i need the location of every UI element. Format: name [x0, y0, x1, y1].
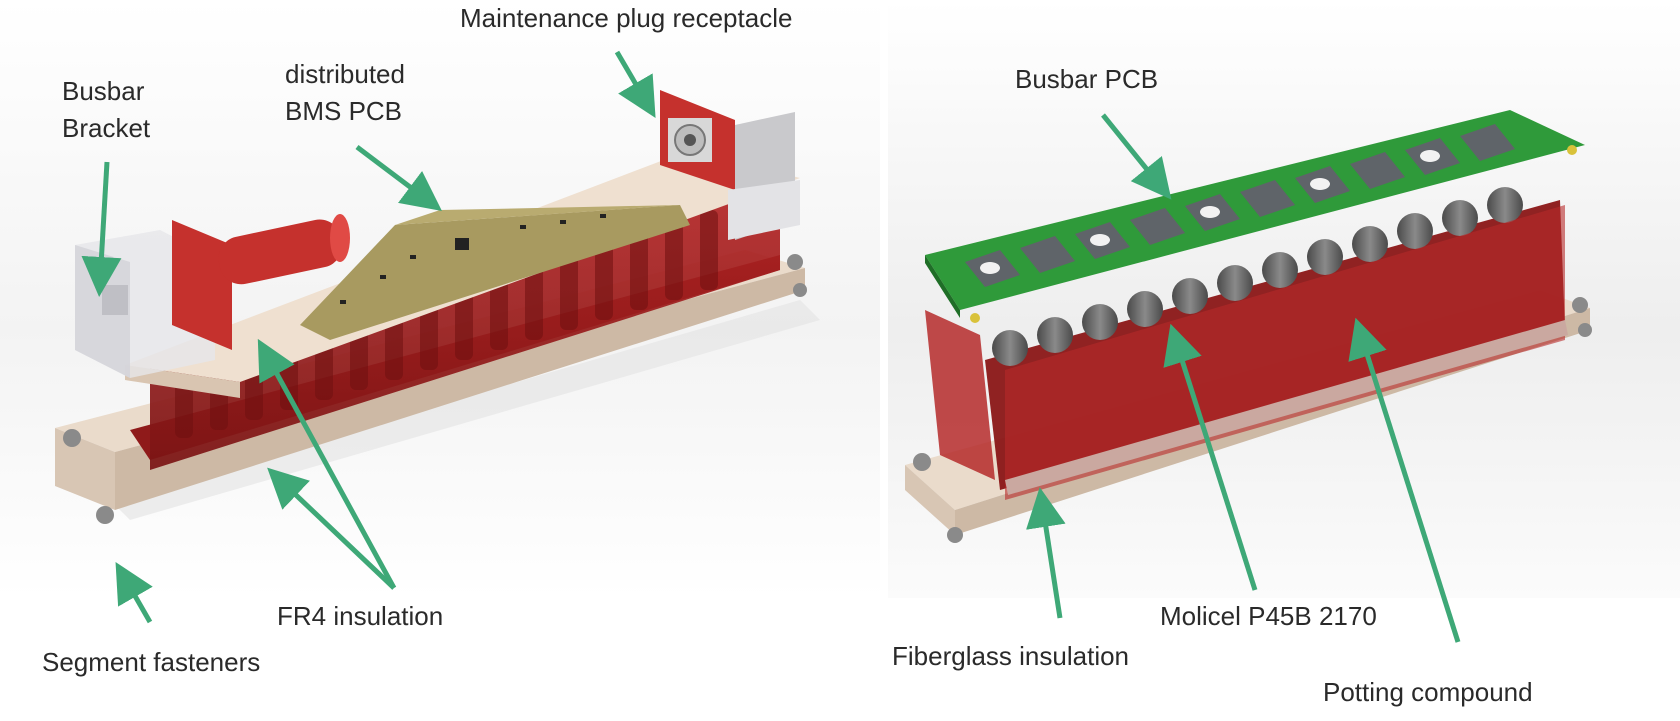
label-text: FR4 insulation [277, 601, 444, 631]
label-potting-compound: Potting compound [1323, 674, 1533, 711]
label-line-2: BMS PCB [285, 96, 403, 126]
arrow-fr4-bottom [267, 467, 396, 590]
label-line-1: distributed [285, 59, 405, 89]
label-line-1: Busbar [62, 76, 145, 106]
arrow-bms-pcb [355, 145, 442, 212]
right-module [905, 110, 1592, 543]
arrow-molicel [1163, 323, 1258, 591]
potting-compound [1005, 205, 1565, 500]
arrow-busbar-bracket [81, 161, 122, 297]
arrow-maintenance-plug [614, 50, 656, 118]
left-module [55, 90, 820, 524]
label-text: Segment fasteners [42, 647, 261, 677]
label-segment-fasteners: Segment fasteners [42, 644, 260, 681]
label-distributed-bms-pcb: distributed BMS PCB [285, 56, 405, 130]
label-text: Maintenance plug receptacle [460, 3, 793, 33]
label-fr4-insulation: FR4 insulation [277, 598, 443, 635]
arrow-fr4-top [257, 338, 397, 590]
bms-pcb [300, 205, 690, 340]
hv-connector-flange [172, 220, 232, 350]
label-text: Potting compound [1323, 677, 1533, 707]
arrow-potting [1348, 317, 1461, 643]
arrow-busbar-pcb [1101, 113, 1172, 200]
arrow-segment-fasteners [115, 561, 153, 624]
label-molicel-cell: Molicel P45B 2170 [1160, 598, 1377, 635]
label-fiberglass-insulation: Fiberglass insulation [892, 638, 1129, 675]
label-text: Molicel P45B 2170 [1160, 601, 1377, 631]
label-line-2: Bracket [62, 113, 151, 143]
arrow-fiberglass [1026, 487, 1066, 619]
fiberglass-insulation [1005, 320, 1568, 495]
busbar-strips [965, 124, 1515, 287]
callout-arrows [81, 50, 1461, 643]
label-busbar-pcb: Busbar PCB [1015, 61, 1158, 98]
hv-connector [218, 219, 343, 285]
label-text: Busbar PCB [1015, 64, 1159, 94]
label-busbar-bracket: Busbar Bracket [62, 73, 150, 147]
label-text: Fiberglass insulation [892, 641, 1130, 671]
label-maintenance-plug-receptacle: Maintenance plug receptacle [460, 0, 792, 37]
